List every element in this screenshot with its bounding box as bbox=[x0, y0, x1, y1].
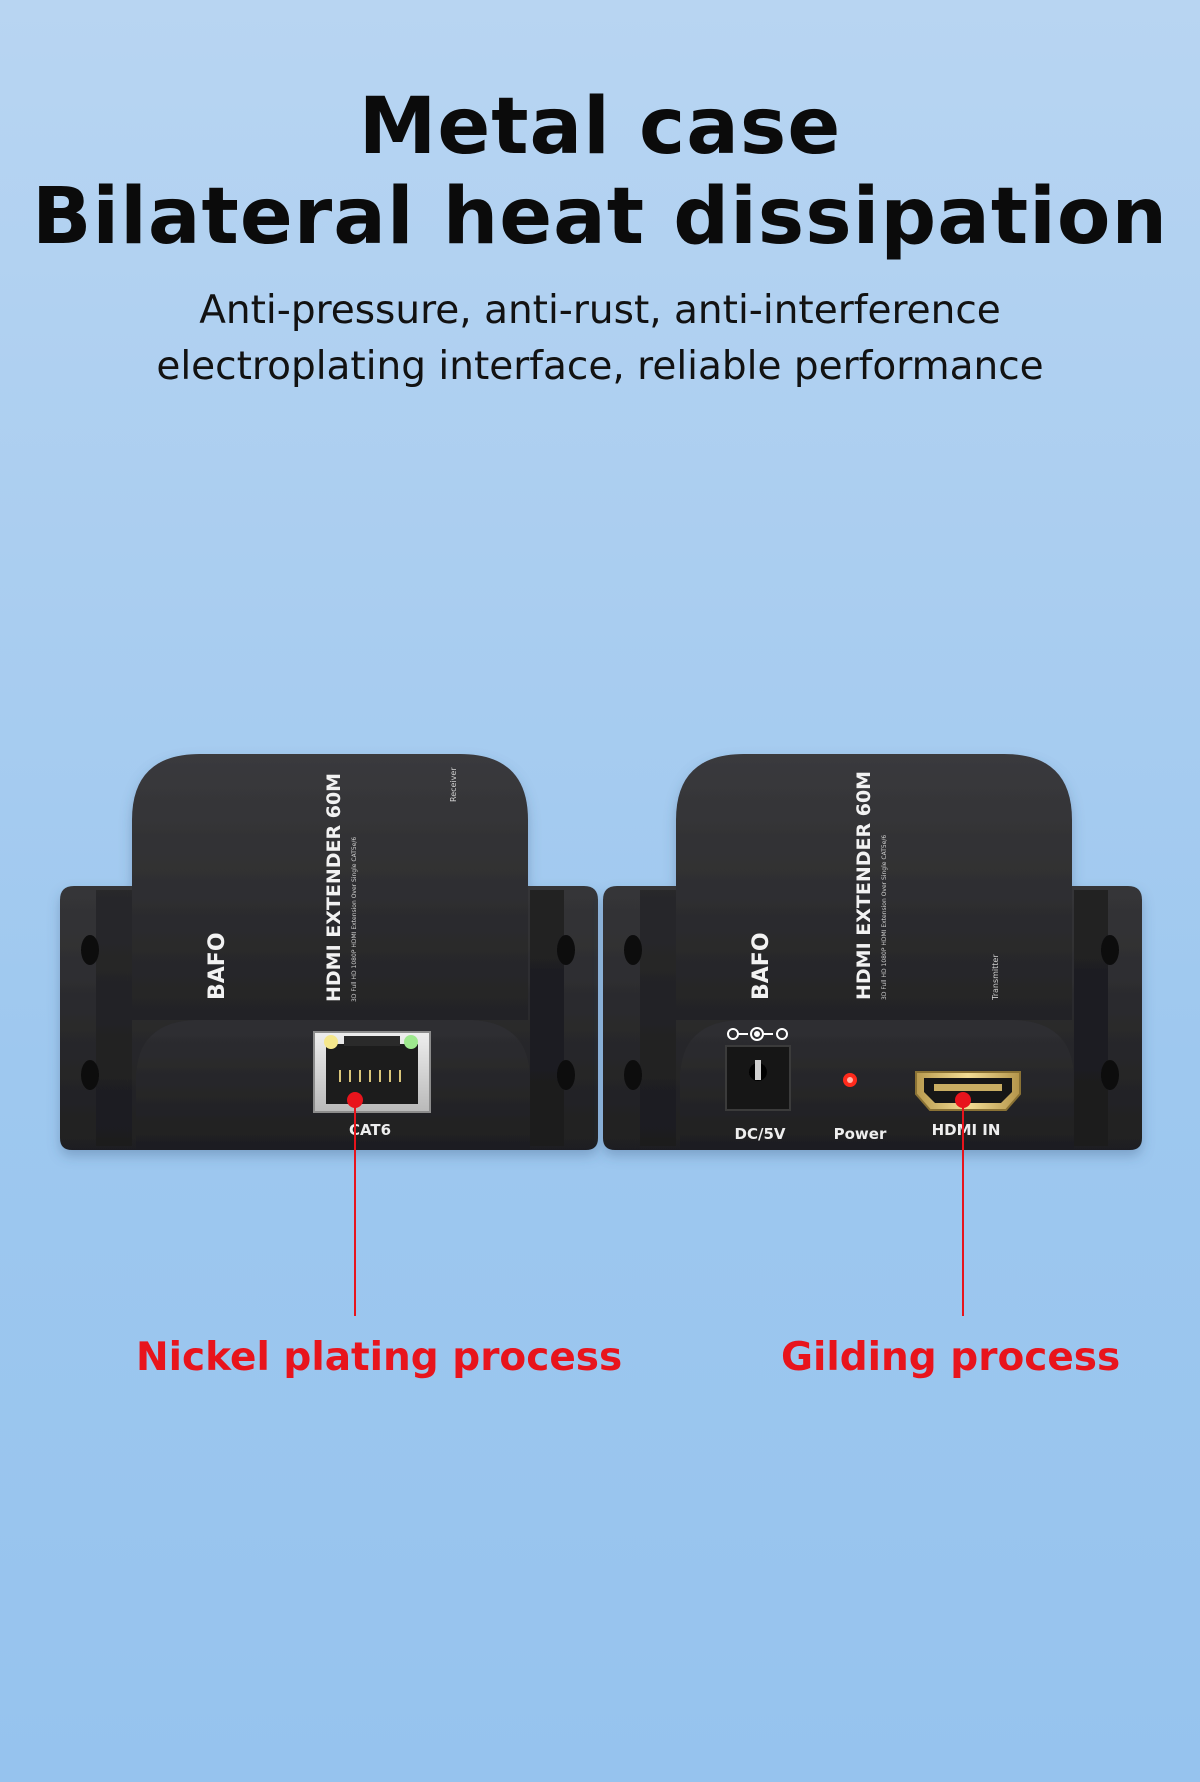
receiver-model-text: HDMI EXTENDER 60M bbox=[323, 773, 345, 1002]
headline-line-2: Bilateral heat dissipation bbox=[31, 172, 1168, 262]
receiver-top-body bbox=[132, 754, 528, 1020]
subheading-line-2: electroplating interface, reliable perfo… bbox=[156, 344, 1044, 389]
receiver-brand-logo: BAFO bbox=[205, 932, 230, 1000]
transmitter-unit: BAFO HDMI EXTENDER 60M 3D Full HD 1080P … bbox=[603, 754, 1142, 1150]
rj45-led-yellow bbox=[324, 1035, 338, 1049]
hdmi-in-label: HDMI IN bbox=[932, 1121, 1001, 1139]
transmitter-mount-holes bbox=[624, 935, 1119, 1090]
receiver-role-text: Receiver bbox=[449, 767, 458, 802]
receiver-unit: BAFO HDMI EXTENDER 60M 3D Full HD 1080P … bbox=[60, 754, 598, 1150]
callout-line-gilding bbox=[955, 1092, 971, 1316]
receiver-mount-holes bbox=[81, 935, 575, 1090]
transmitter-tagline-text: 3D Full HD 1080P HDMI Extension Over Sin… bbox=[881, 835, 888, 1000]
transmitter-brand-logo: BAFO bbox=[749, 932, 774, 1000]
transmitter-role-text: Transmitter bbox=[991, 954, 1000, 1001]
transmitter-model-text: HDMI EXTENDER 60M bbox=[853, 771, 875, 1000]
transmitter-top-body bbox=[676, 754, 1072, 1020]
dc-power-jack bbox=[725, 1045, 791, 1111]
rj45-led-green bbox=[404, 1035, 418, 1049]
power-label: Power bbox=[834, 1125, 887, 1143]
subheading-line-1: Anti-pressure, anti-rust, anti-interfere… bbox=[199, 288, 1001, 333]
gilding-callout: Gilding process bbox=[781, 1335, 1121, 1380]
hdmi-port bbox=[915, 1071, 1021, 1111]
headline-line-1: Metal case bbox=[358, 82, 842, 172]
callout-line-nickel bbox=[347, 1092, 363, 1316]
receiver-tagline-text: 3D Full HD 1080P HDMI Extension Over Sin… bbox=[351, 837, 358, 1002]
nickel-plating-callout: Nickel plating process bbox=[136, 1335, 623, 1380]
dc-polarity-icon bbox=[727, 1027, 788, 1041]
cat6-port-label: CAT6 bbox=[349, 1121, 391, 1139]
dc-5v-label: DC/5V bbox=[735, 1125, 786, 1143]
rj45-port bbox=[313, 1031, 431, 1113]
